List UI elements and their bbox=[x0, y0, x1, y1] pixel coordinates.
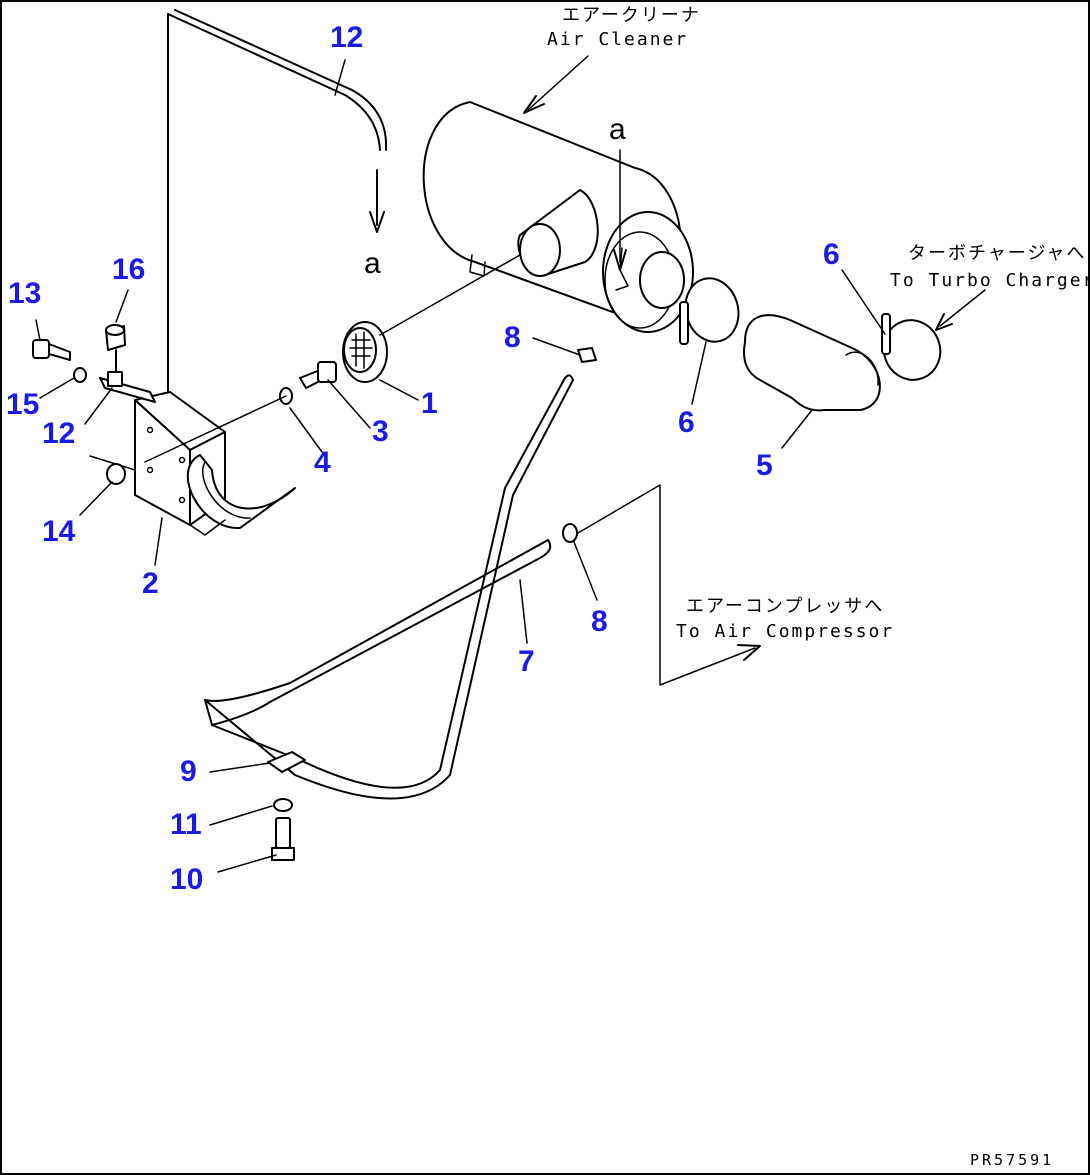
ref-a-top: a bbox=[609, 113, 626, 146]
turbo-label-en: To Turbo Charger bbox=[890, 270, 1090, 291]
callout-8-bottom: 8 bbox=[591, 605, 608, 638]
callout-15: 15 bbox=[6, 388, 39, 421]
callout-8-top: 8 bbox=[504, 321, 521, 354]
compressor-routing-line bbox=[577, 484, 756, 686]
clamp-6-left bbox=[679, 277, 740, 345]
mount-16 bbox=[105, 324, 126, 373]
bolt-10 bbox=[271, 817, 295, 861]
leader-lines bbox=[35, 59, 886, 873]
filter-cap-1 bbox=[342, 254, 521, 383]
callout-12-left: 12 bbox=[42, 417, 75, 450]
turbo-label-jp: ターボチャージャへ bbox=[908, 243, 1087, 264]
ref-a-bottom: a bbox=[364, 247, 381, 280]
elbow-hose-5 bbox=[742, 314, 881, 412]
callout-5: 5 bbox=[756, 449, 773, 482]
bolt-3 bbox=[299, 361, 337, 389]
clip-8-top bbox=[577, 347, 597, 363]
air-cleaner-label-jp: エアークリーナ bbox=[562, 5, 701, 26]
callout-13: 13 bbox=[8, 277, 41, 310]
callout-6-right: 6 bbox=[823, 238, 840, 271]
plate-9 bbox=[267, 751, 306, 773]
clip-12 bbox=[99, 371, 156, 403]
callout-4: 4 bbox=[314, 446, 331, 479]
callout-1: 1 bbox=[421, 387, 438, 420]
hose-12-top bbox=[167, 9, 388, 409]
washer-11 bbox=[273, 798, 293, 812]
compressor-label-jp: エアーコンプレッサへ bbox=[686, 596, 884, 617]
clip-8-bottom bbox=[562, 523, 578, 543]
callout-6-left: 6 bbox=[678, 406, 695, 439]
air-cleaner-label-en: Air Cleaner bbox=[547, 29, 688, 50]
callout-7: 7 bbox=[518, 645, 535, 678]
callout-11: 11 bbox=[170, 808, 202, 841]
bracket-2 bbox=[89, 391, 296, 536]
callout-14: 14 bbox=[42, 515, 76, 548]
bolt-13 bbox=[32, 339, 71, 361]
turbo-pointer bbox=[939, 289, 986, 327]
callout-10: 10 bbox=[170, 863, 203, 896]
callout-3: 3 bbox=[372, 415, 389, 448]
compressor-label-en: To Air Compressor bbox=[676, 621, 894, 642]
callout-9: 9 bbox=[180, 755, 197, 788]
pipe-7 bbox=[204, 374, 574, 800]
air-cleaner bbox=[422, 101, 694, 333]
washer-15 bbox=[73, 367, 87, 383]
drawing-code: PR57591 bbox=[970, 1151, 1054, 1169]
clamp-6-right bbox=[881, 313, 942, 381]
air-cleaner-pointer bbox=[527, 55, 589, 111]
callout-16: 16 bbox=[112, 253, 145, 286]
nut-14 bbox=[106, 463, 126, 485]
callout-2: 2 bbox=[142, 567, 159, 600]
callout-12-top: 12 bbox=[330, 21, 363, 54]
